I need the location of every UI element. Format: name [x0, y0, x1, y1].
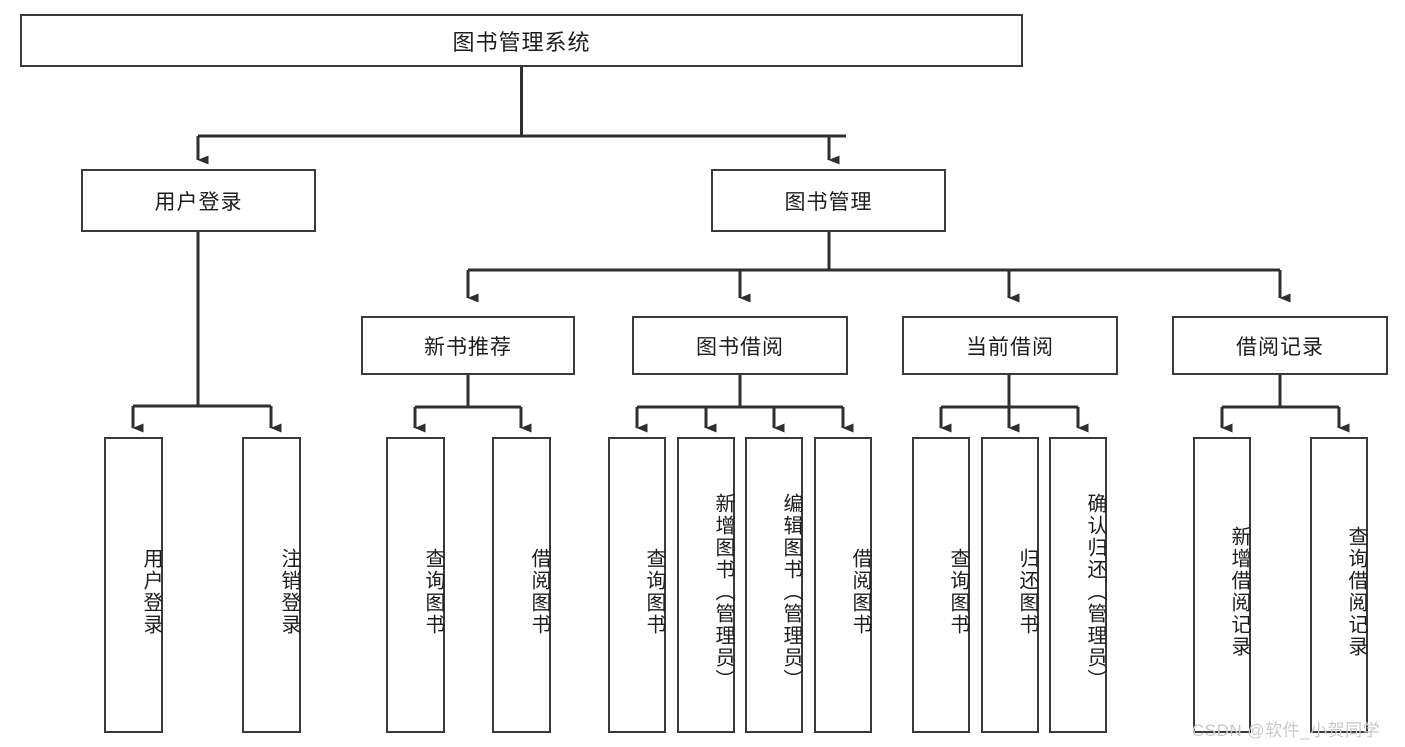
- leaf-current-borrow-confirm-return[interactable]: 确认归还（管理员）: [1049, 437, 1107, 733]
- csdn-watermark: CSDN @软件_小贺同学: [1192, 721, 1381, 740]
- node-book-management[interactable]: 图书管理: [711, 169, 946, 232]
- leaf-borrow-record-add[interactable]: 新增借阅记录: [1193, 437, 1251, 733]
- leaf-current-borrow-return[interactable]: 归还图书: [981, 437, 1039, 733]
- node-book-borrow[interactable]: 图书借阅: [632, 316, 848, 375]
- node-label: 图书借阅: [696, 335, 784, 359]
- node-current-borrow[interactable]: 当前借阅: [902, 316, 1118, 375]
- node-label: 归还图书: [1016, 548, 1038, 636]
- node-user-login[interactable]: 用户登录: [81, 169, 316, 232]
- leaf-user-login-login[interactable]: 用户登录: [104, 437, 163, 733]
- node-label: 新增图书（管理员）: [712, 493, 734, 691]
- node-label: 查询借阅记录: [1345, 526, 1367, 658]
- leaf-borrow-record-query[interactable]: 查询借阅记录: [1310, 437, 1368, 733]
- node-borrow-record[interactable]: 借阅记录: [1172, 316, 1388, 375]
- node-label: 用户登录: [154, 190, 243, 214]
- node-label: 查询图书: [643, 548, 665, 636]
- node-label: 查询图书: [947, 548, 969, 636]
- node-new-book-recommend[interactable]: 新书推荐: [361, 316, 575, 375]
- node-label: 新书推荐: [424, 335, 512, 359]
- node-label: 借阅图书: [849, 548, 871, 636]
- leaf-book-borrow-query[interactable]: 查询图书: [608, 437, 666, 733]
- node-label: 用户登录: [140, 548, 162, 636]
- node-label: 新增借阅记录: [1228, 526, 1250, 658]
- leaf-new-book-borrow[interactable]: 借阅图书: [492, 437, 551, 733]
- leaf-user-login-logout[interactable]: 注销登录: [242, 437, 301, 733]
- node-label: 图书管理系统: [452, 29, 591, 55]
- leaf-new-book-query[interactable]: 查询图书: [386, 437, 445, 733]
- node-root-system[interactable]: 图书管理系统: [20, 14, 1023, 67]
- node-label: 确认归还（管理员）: [1084, 493, 1106, 691]
- node-label: 查询图书: [422, 548, 444, 636]
- node-label: 注销登录: [278, 548, 300, 636]
- leaf-book-borrow-add[interactable]: 新增图书（管理员）: [677, 437, 735, 733]
- leaf-book-borrow-borrow[interactable]: 借阅图书: [814, 437, 872, 733]
- node-label: 编辑图书（管理员）: [780, 493, 802, 691]
- leaf-book-borrow-edit[interactable]: 编辑图书（管理员）: [745, 437, 803, 733]
- node-label: 图书管理: [784, 190, 873, 214]
- leaf-current-borrow-query[interactable]: 查询图书: [912, 437, 970, 733]
- node-label: 借阅记录: [1236, 335, 1324, 359]
- node-label: 当前借阅: [966, 335, 1054, 359]
- node-label: 借阅图书: [528, 548, 550, 636]
